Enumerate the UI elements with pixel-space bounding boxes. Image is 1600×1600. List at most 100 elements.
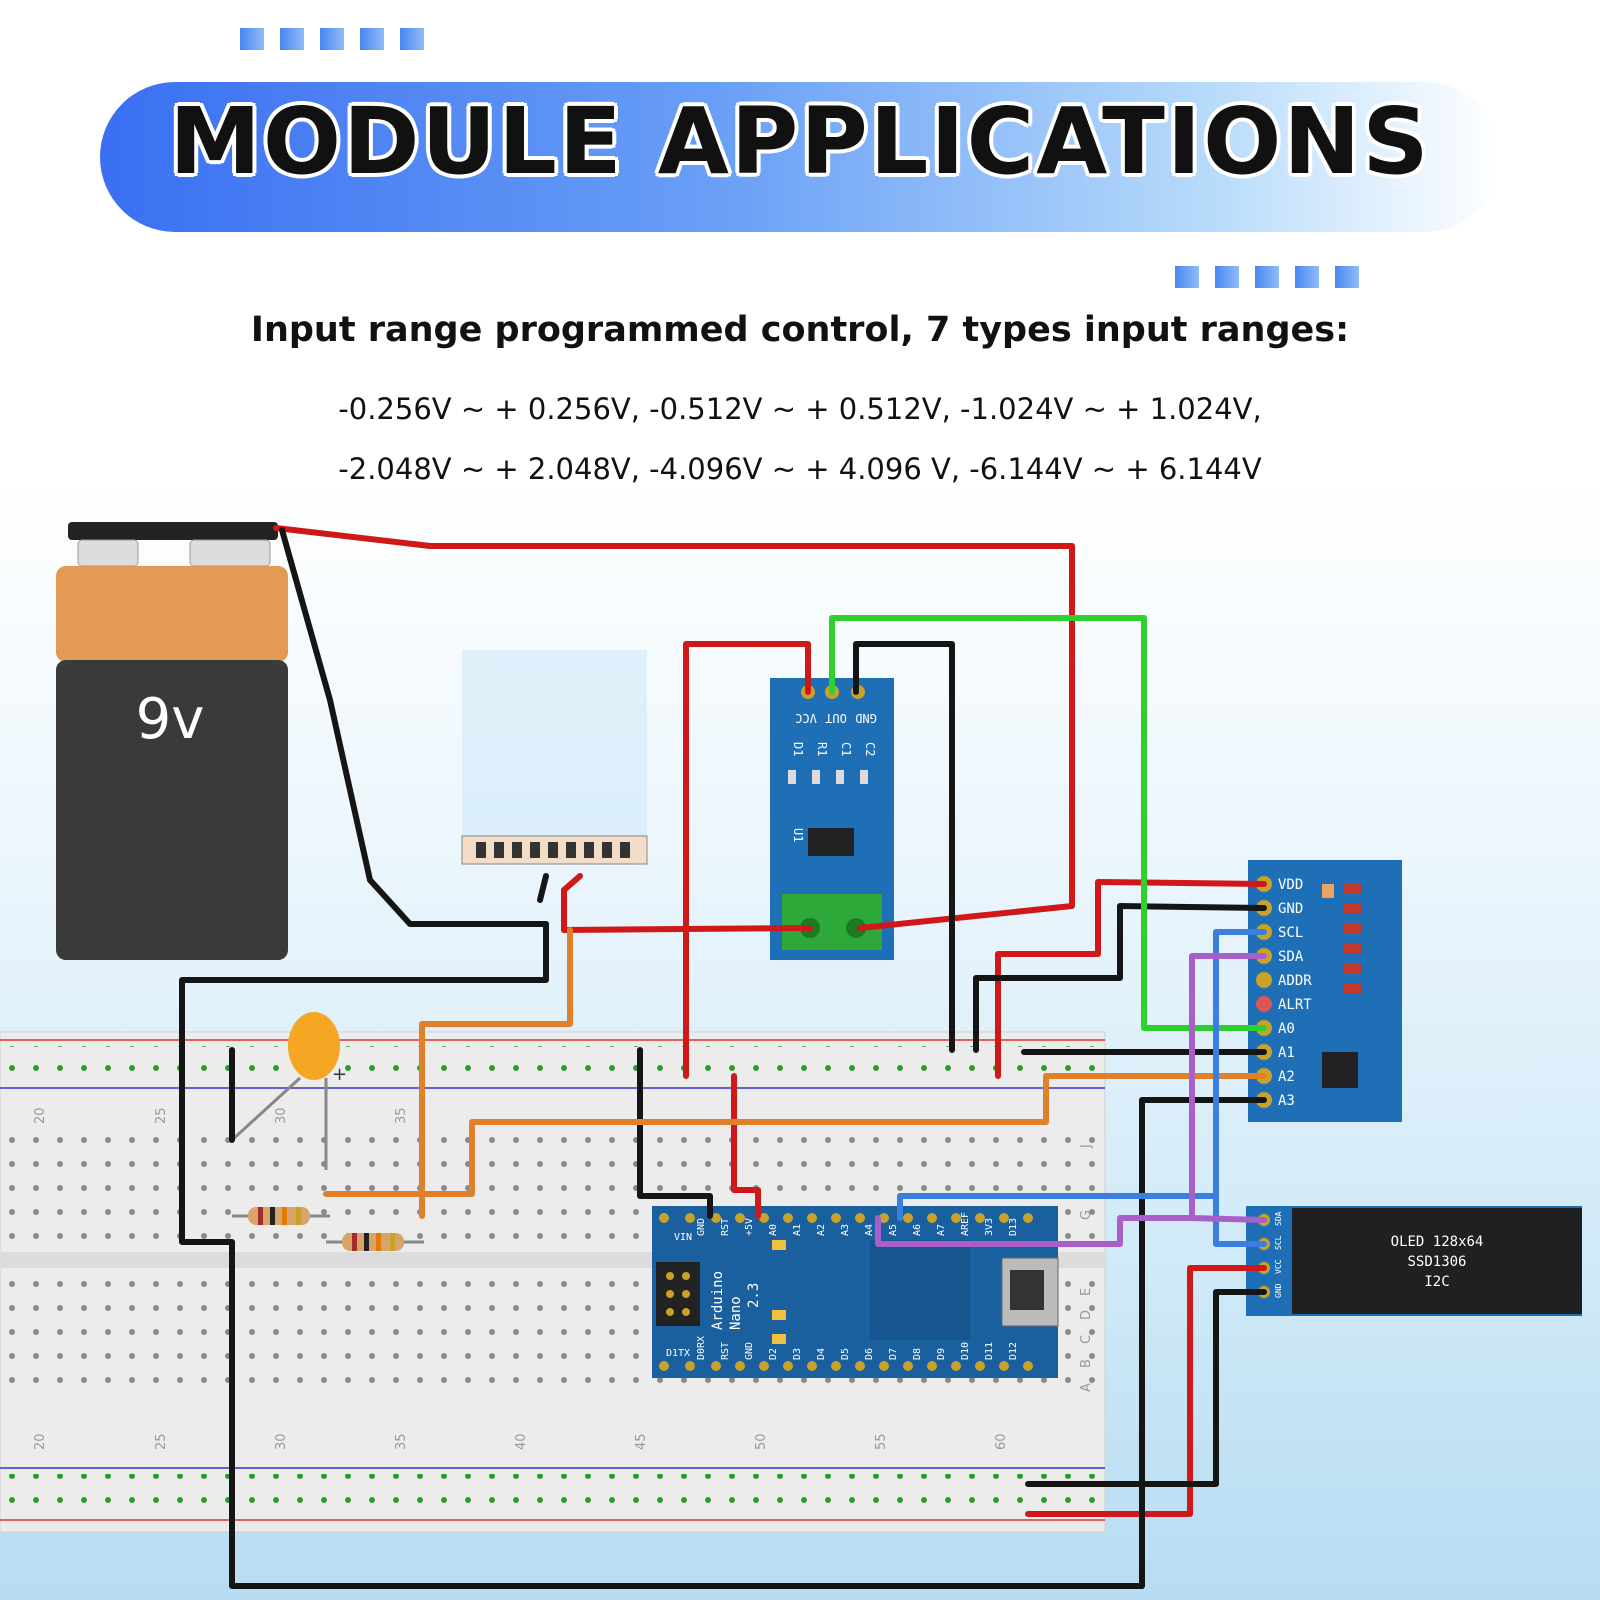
pin-label: D13 <box>1008 1218 1019 1236</box>
row-letter: C <box>1079 1335 1094 1344</box>
deco-squares-top <box>240 28 424 50</box>
component-label: D1 <box>791 742 805 756</box>
row-letter: B <box>1079 1359 1094 1368</box>
pin-label: D9 <box>936 1348 947 1360</box>
board-name: Nano <box>728 1296 744 1330</box>
chip-label: U1 <box>791 828 805 842</box>
pin-label: RST <box>720 1218 731 1236</box>
wire-black <box>853 641 955 1053</box>
pin-label: A4 <box>864 1224 875 1236</box>
pin-label: D4 <box>816 1348 827 1360</box>
column-number: 60 <box>994 1433 1009 1450</box>
pin-label: GND <box>855 711 877 725</box>
row-letter: J <box>1079 1144 1094 1149</box>
electrolytic-capacitor: + <box>230 1012 347 1170</box>
battery-label: 9v <box>136 687 205 752</box>
wire-purple <box>1189 1215 1267 1223</box>
oled-text: I2C <box>1424 1274 1449 1290</box>
pin-label: VDD <box>1278 877 1303 893</box>
pin-label: D5 <box>840 1348 851 1360</box>
arduino-nano: GND RST +5V A0 A1 A2 A3 A4 A5 A6 A7 AREF… <box>652 1206 1059 1378</box>
wire-blue <box>1213 1193 1267 1247</box>
pin-label: RST <box>720 1342 731 1360</box>
oled-text: OLED 128x64 <box>1391 1234 1484 1250</box>
header-banner <box>100 82 1500 232</box>
ranges-line-1: -0.256V ~ + 0.256V, -0.512V ~ + 0.512V, … <box>338 392 1262 426</box>
row-letter: E <box>1079 1288 1094 1296</box>
wire-purple <box>875 953 1267 1247</box>
column-number: 30 <box>274 1107 289 1124</box>
board-version: 2.3 <box>746 1283 762 1308</box>
pin-label: 3V3 <box>984 1218 995 1236</box>
pin-label: D2 <box>768 1348 779 1360</box>
resistor <box>232 1207 330 1225</box>
pin-label: SCL <box>1274 1235 1283 1250</box>
column-number: 35 <box>394 1107 409 1124</box>
pin-label: A0 <box>768 1224 779 1236</box>
pin-label: D11 <box>984 1342 995 1360</box>
pin-label: SCL <box>1278 925 1303 941</box>
pin-label: +5V <box>744 1218 755 1236</box>
column-number: 55 <box>874 1433 889 1450</box>
wire-orange <box>419 927 573 1219</box>
wire-red <box>1025 1265 1267 1517</box>
component-label: C2 <box>863 742 877 756</box>
glare-panel <box>462 650 647 840</box>
pin-label: SDA <box>1274 1211 1283 1226</box>
pin-label: A7 <box>936 1224 947 1236</box>
board-name: Arduino <box>710 1271 726 1330</box>
pin-label: D1TX <box>666 1348 690 1359</box>
wire-red <box>273 525 1075 931</box>
column-number: 20 <box>33 1433 48 1450</box>
pin-label: A2 <box>1278 1069 1295 1085</box>
pin-label: D3 <box>792 1348 803 1360</box>
pin-label: A3 <box>1278 1093 1295 1109</box>
pin-label: D12 <box>1008 1342 1019 1360</box>
pin-label: VCC <box>795 711 817 725</box>
wire-black <box>279 527 549 927</box>
oled-display: SDA SCL VCC GND OLED 128x64 SSD1306 I2C <box>1246 1206 1582 1316</box>
pin-label: GND <box>1274 1283 1283 1298</box>
pin-label: D0RX <box>696 1336 707 1360</box>
row-letter: A <box>1079 1383 1094 1392</box>
pin-label: A0 <box>1278 1021 1295 1037</box>
pin-label: A6 <box>912 1224 923 1236</box>
pin-label: AREF <box>960 1212 971 1236</box>
pin-label: D8 <box>912 1348 923 1360</box>
ribbon-connector <box>461 835 648 865</box>
pin-label: ALRT <box>1278 997 1312 1013</box>
column-number: 25 <box>154 1107 169 1124</box>
wire-orange <box>323 1073 1267 1197</box>
column-number: 25 <box>154 1433 169 1450</box>
pin-label: GND <box>696 1218 707 1236</box>
component-label: R1 <box>815 742 829 756</box>
wire-black <box>973 903 1267 1053</box>
pin-label: SDA <box>1278 949 1304 965</box>
adc-module: VDD GND SCL SDA ADDR ALRT A0 A1 A2 A3 <box>1248 860 1402 1122</box>
pin-label: A1 <box>792 1224 803 1236</box>
column-number: 50 <box>754 1433 769 1450</box>
battery-9v: 9v <box>56 522 288 960</box>
deco-squares-right <box>1175 266 1359 288</box>
current-sensor-module: VCC OUT GND D1 R1 C1 C2 U1 <box>770 678 894 960</box>
pin-label: A3 <box>840 1224 851 1236</box>
ranges-heading: Input range programmed control, 7 types … <box>250 310 1350 350</box>
pin-label: A1 <box>1278 1045 1295 1061</box>
pin-label: OUT <box>825 711 847 725</box>
wire-red <box>561 873 583 933</box>
column-number: 30 <box>274 1433 289 1450</box>
row-letter: G <box>1079 1210 1094 1220</box>
column-number: 40 <box>514 1433 529 1450</box>
wire-red <box>683 641 811 1079</box>
wire-black <box>537 873 549 903</box>
pin-label: D10 <box>960 1342 971 1360</box>
pin-label: A5 <box>888 1224 899 1236</box>
wire-green <box>829 615 1267 1031</box>
wire-red <box>995 879 1267 1079</box>
pin-label: D6 <box>864 1348 875 1360</box>
pin-label: D7 <box>888 1348 899 1360</box>
resistor <box>326 1233 424 1251</box>
row-letter: D <box>1079 1310 1094 1320</box>
pin-label: ADDR <box>1278 973 1312 989</box>
